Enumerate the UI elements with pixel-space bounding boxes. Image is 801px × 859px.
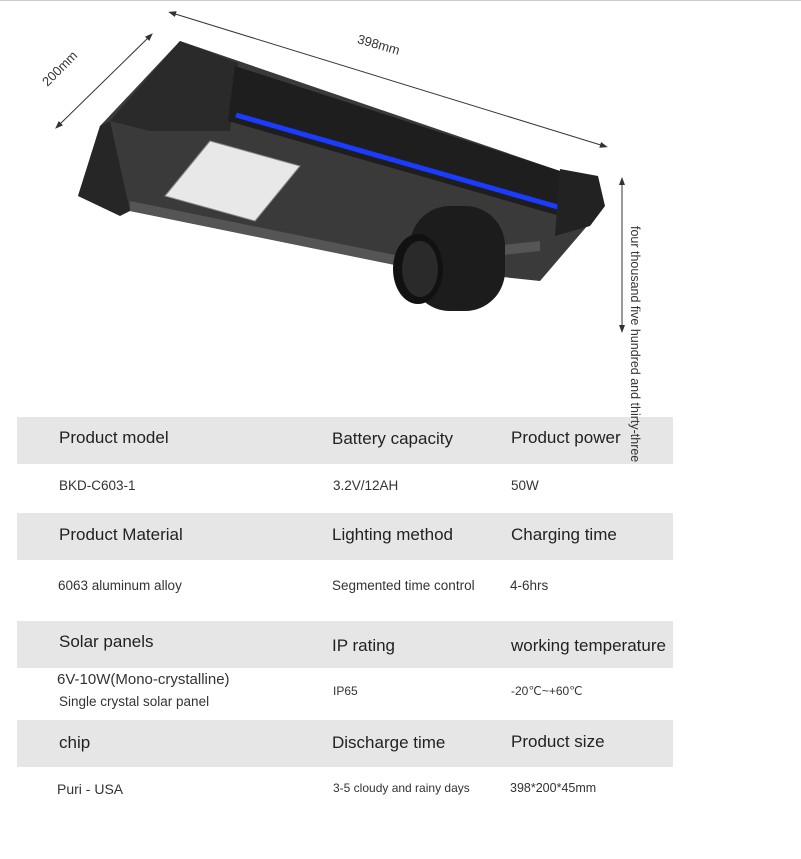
value-ip-rating: IP65: [333, 684, 358, 698]
street-light-illustration: [55, 11, 625, 333]
value-product-model: BKD-C603-1: [59, 478, 136, 493]
spec-header-row: [17, 621, 673, 668]
value-product-size: 398*200*45mm: [510, 781, 597, 795]
header-battery-capacity: Battery capacity: [332, 429, 453, 448]
header-charging-time: Charging time: [511, 525, 617, 544]
value-solar-panels-detail: Single crystal solar panel: [59, 694, 210, 709]
width-dimension-arrow: [55, 33, 153, 129]
value-discharge-time: 3-5 cloudy and rainy days: [333, 781, 470, 795]
value-product-power: 50W: [511, 478, 539, 493]
header-product-material: Product Material: [59, 525, 183, 544]
value-charging-time: 4-6hrs: [510, 578, 549, 593]
value-solar-panels: 6V-10W(Mono-crystalline): [57, 671, 230, 688]
header-discharge-time: Discharge time: [332, 733, 446, 752]
header-ip-rating: IP rating: [332, 636, 396, 655]
value-working-temperature: -20℃~+60℃: [511, 684, 583, 698]
solar-panel: [164, 140, 301, 222]
led-strip: [235, 112, 566, 212]
spec-header-row: [17, 513, 673, 560]
spec-header-row: [17, 720, 673, 767]
value-product-material: 6063 aluminum alloy: [58, 578, 182, 593]
value-lighting-method: Segmented time control: [332, 578, 475, 593]
header-working-temperature: working temperature: [511, 636, 666, 655]
value-chip: Puri - USA: [57, 781, 124, 797]
header-chip: chip: [59, 733, 91, 752]
header-lighting-method: Lighting method: [332, 525, 453, 544]
header-product-power: Product power: [511, 428, 621, 447]
value-battery-capacity: 3.2V/12AH: [333, 478, 399, 493]
height-label: four thousand five hundred and thirty-th…: [628, 226, 642, 463]
header-solar-panels: Solar panels: [59, 632, 154, 651]
length-dimension-arrow: [168, 11, 608, 148]
header-product-size: Product size: [511, 732, 605, 751]
header-product-model: Product model: [59, 428, 169, 447]
spec-header-row: [17, 417, 673, 464]
